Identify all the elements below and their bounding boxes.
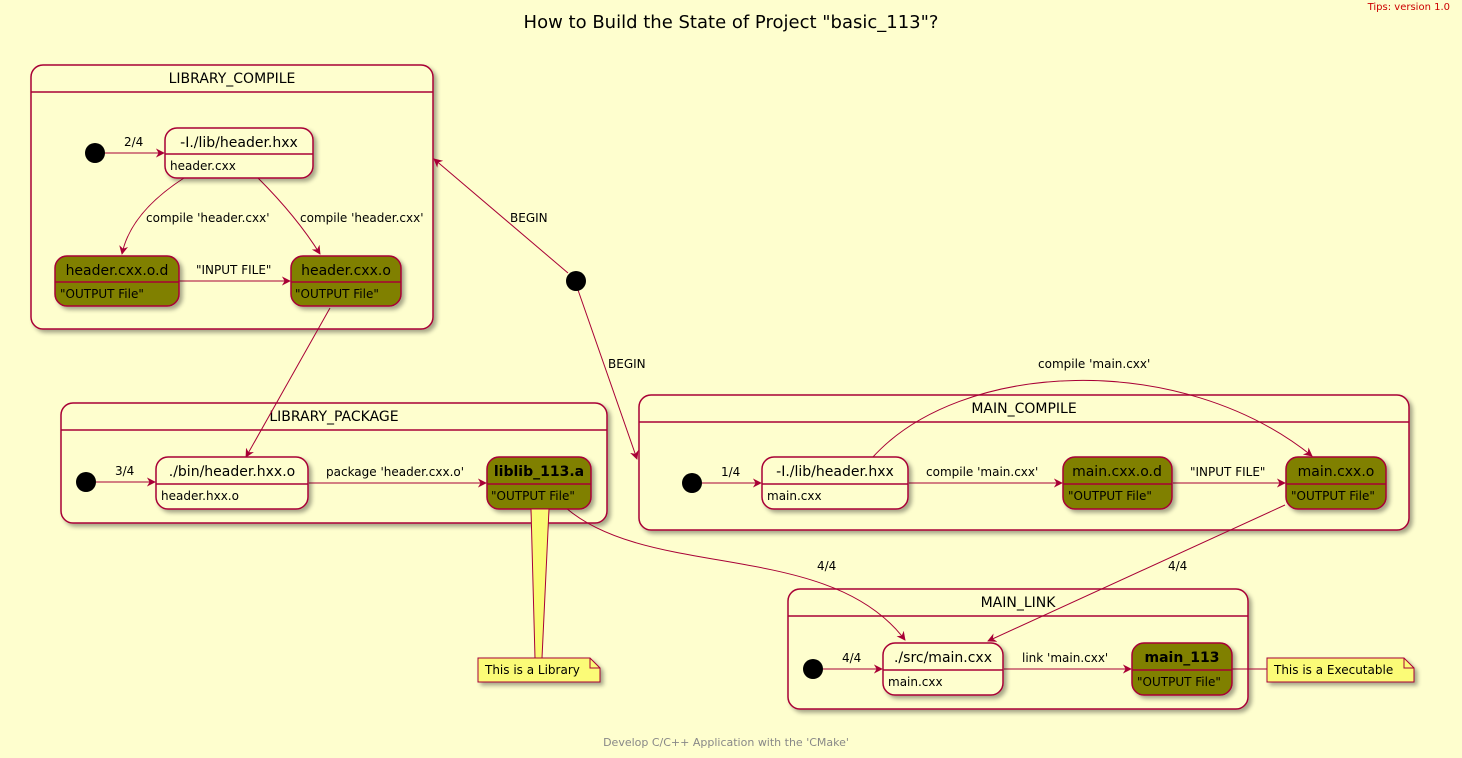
edge-mc-compile-arc [871,379,1313,459]
state-name: liblib_113.a [494,464,584,480]
state-name: ./src/main.cxx [894,650,992,666]
note-text: This is a Library [484,663,580,677]
state-desc: "OUTPUT File" [1291,489,1375,503]
start-node-library-package [76,472,96,492]
state-name: main_113 [1144,650,1219,666]
state-ml-src-main: ./src/main.cxx main.cxx [882,642,1004,696]
state-desc: "OUTPUT File" [1068,489,1152,503]
diagram-title: How to Build the State of Project "basic… [524,12,939,33]
edge-label: BEGIN [510,211,548,225]
edge-lc-to-package [245,307,331,458]
start-node-library-compile [85,143,105,163]
state-name: header.cxx.o.d [66,263,169,279]
state-name: main.cxx.o.d [1072,464,1162,480]
edge-label: 2/4 [124,135,143,149]
edges: 2/4 compile 'header.cxx' compile 'header… [96,135,1313,674]
state-name: -I./lib/header.hxx [776,464,894,480]
state-name: ./bin/header.hxx.o [169,464,295,480]
note-text: This is a Executable [1273,663,1393,677]
state-desc: main.cxx [888,675,943,689]
edge-label: 4/4 [817,559,836,573]
state-desc: "OUTPUT File" [1137,675,1221,689]
edge-label: 3/4 [115,464,134,478]
edge-lc-compile-o [257,177,321,255]
state-mc-header: -I./lib/header.hxx main.cxx [761,456,909,510]
state-mc-main-cxx-o: main.cxx.o "OUTPUT File" [1285,456,1387,510]
state-lp-bin-header: ./bin/header.hxx.o header.hxx.o [155,456,309,510]
edge-lc-compile-od [119,177,185,255]
state-name: main.cxx.o [1298,464,1375,480]
edge-main-to-link [987,504,1286,642]
edge-label: package 'header.cxx.o' [326,465,464,479]
edge-label: compile 'header.cxx' [300,211,424,225]
edge-library-to-link [565,507,906,641]
start-node-main-compile [682,473,702,493]
edge-label: compile 'main.cxx' [1038,357,1150,371]
state-name: header.cxx.o [301,263,391,279]
composite-title: LIBRARY_PACKAGE [269,409,398,425]
tips-label: Tips: version 1.0 [1367,2,1450,13]
state-lc-header: -I./lib/header.hxx header.cxx [164,127,314,179]
edge-label: 4/4 [1168,559,1187,573]
composite-title: LIBRARY_COMPILE [169,71,296,87]
note-library: This is a Library [477,508,601,683]
start-node-main-link [803,659,823,679]
state-name: -I./lib/header.hxx [180,135,298,151]
edge-label: "INPUT FILE" [1190,465,1265,479]
state-lc-header-cxx-o: header.cxx.o "OUTPUT File" [290,255,402,307]
edge-label: compile 'header.cxx' [146,211,270,225]
composite-title: MAIN_COMPILE [971,401,1076,417]
edge-label: link 'main.cxx' [1022,651,1108,665]
state-desc: header.cxx [170,159,236,173]
start-node-begin [566,271,586,291]
edge-label: "INPUT FILE" [196,263,271,277]
state-desc: "OUTPUT File" [295,287,379,301]
edge-begin-main [577,289,639,460]
edge-label: BEGIN [608,357,646,371]
state-mc-main-cxx-o-d: main.cxx.o.d "OUTPUT File" [1062,456,1173,510]
state-ml-main-113: main_113 "OUTPUT File" [1131,642,1233,696]
state-lp-liblib: liblib_113.a "OUTPUT File" [486,456,592,510]
state-desc: header.hxx.o [161,489,239,503]
edge-label: compile 'main.cxx' [926,465,1038,479]
state-lc-header-cxx-o-d: header.cxx.o.d "OUTPUT File" [54,255,180,307]
composite-title: MAIN_LINK [981,595,1057,611]
note-executable: This is a Executable [1266,657,1415,683]
state-desc: "OUTPUT File" [60,287,144,301]
state-desc: "OUTPUT File" [491,489,575,503]
edge-label: 4/4 [842,651,861,665]
edge-begin-library [433,158,569,274]
footer-caption: Develop C/C++ Application with the 'CMak… [603,736,849,749]
state-desc: main.cxx [767,489,822,503]
edge-label: 1/4 [721,465,740,479]
